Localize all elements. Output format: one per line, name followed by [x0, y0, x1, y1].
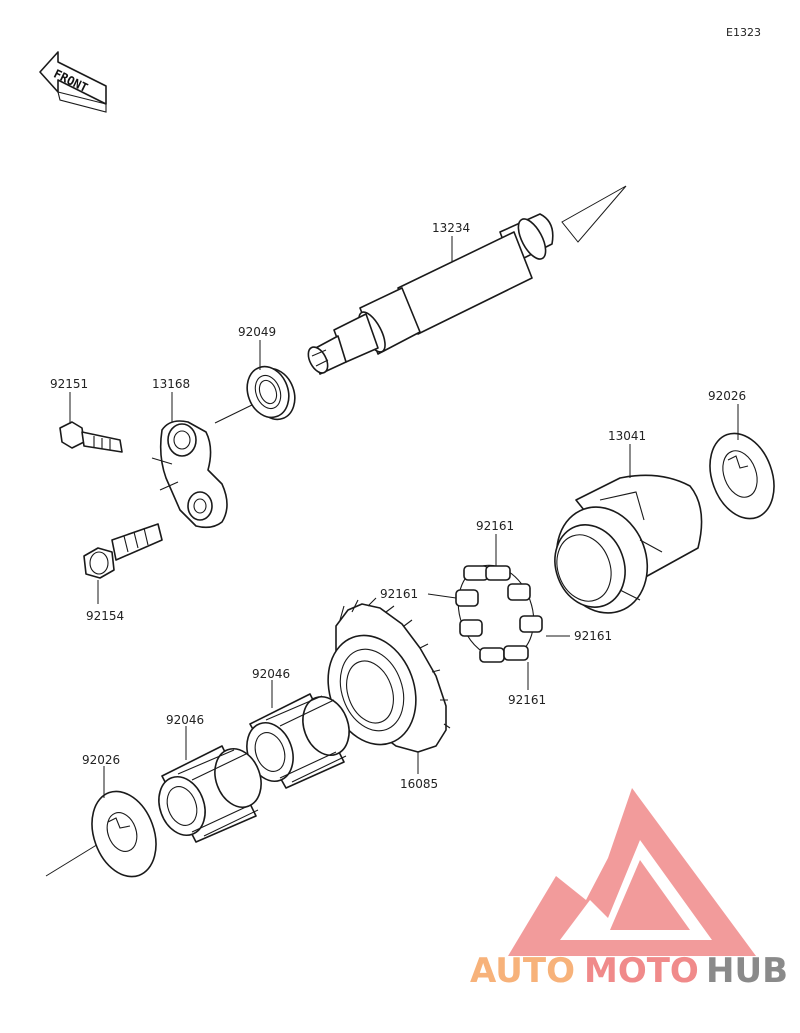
watermark-logo: AUTO MOTO HUB [470, 788, 788, 991]
label-16085: 16085 [400, 777, 438, 791]
washer-92026-top [709, 432, 775, 520]
watermark-hub: HUB [706, 951, 788, 991]
reference-code: E1323 [726, 26, 761, 39]
label-92026-top: 92026 [708, 389, 746, 403]
rollers-92161 [455, 564, 543, 663]
washer-92026-bottom [91, 790, 157, 878]
needle-bearing-92046-upper [246, 693, 350, 789]
label-92151: 92151 [50, 377, 88, 391]
label-13041: 13041 [608, 429, 646, 443]
label-92161-bottom: 92161 [508, 693, 546, 707]
front-arrow-icon: FRONT [39, 51, 107, 113]
axis-lines [45, 185, 627, 877]
label-92161-left: 92161 [380, 587, 418, 601]
needle-bearing-92046-lower [158, 745, 262, 843]
label-92161-top: 92161 [476, 519, 514, 533]
label-13168: 13168 [152, 377, 190, 391]
bolt-92151 [59, 421, 123, 453]
label-92046-upper: 92046 [252, 667, 290, 681]
shaft-13234 [307, 213, 554, 375]
oil-seal-92049 [246, 365, 296, 421]
bolt-92154 [83, 523, 163, 579]
label-13234: 13234 [432, 221, 470, 235]
lever-13168 [151, 420, 228, 529]
housing-13041 [554, 474, 703, 614]
label-92161-right: 92161 [574, 629, 612, 643]
watermark-auto: AUTO [470, 951, 575, 991]
label-92026-bottom: 92026 [82, 753, 120, 767]
label-92049: 92049 [238, 325, 276, 339]
watermark-moto: MOTO [584, 951, 699, 991]
gear-16085 [327, 597, 451, 753]
label-92046-lower: 92046 [166, 713, 204, 727]
part-labels: 13234 92049 92151 13168 92154 92026 1304… [50, 221, 746, 791]
leader-lines [69, 236, 739, 798]
label-92154: 92154 [86, 609, 124, 623]
